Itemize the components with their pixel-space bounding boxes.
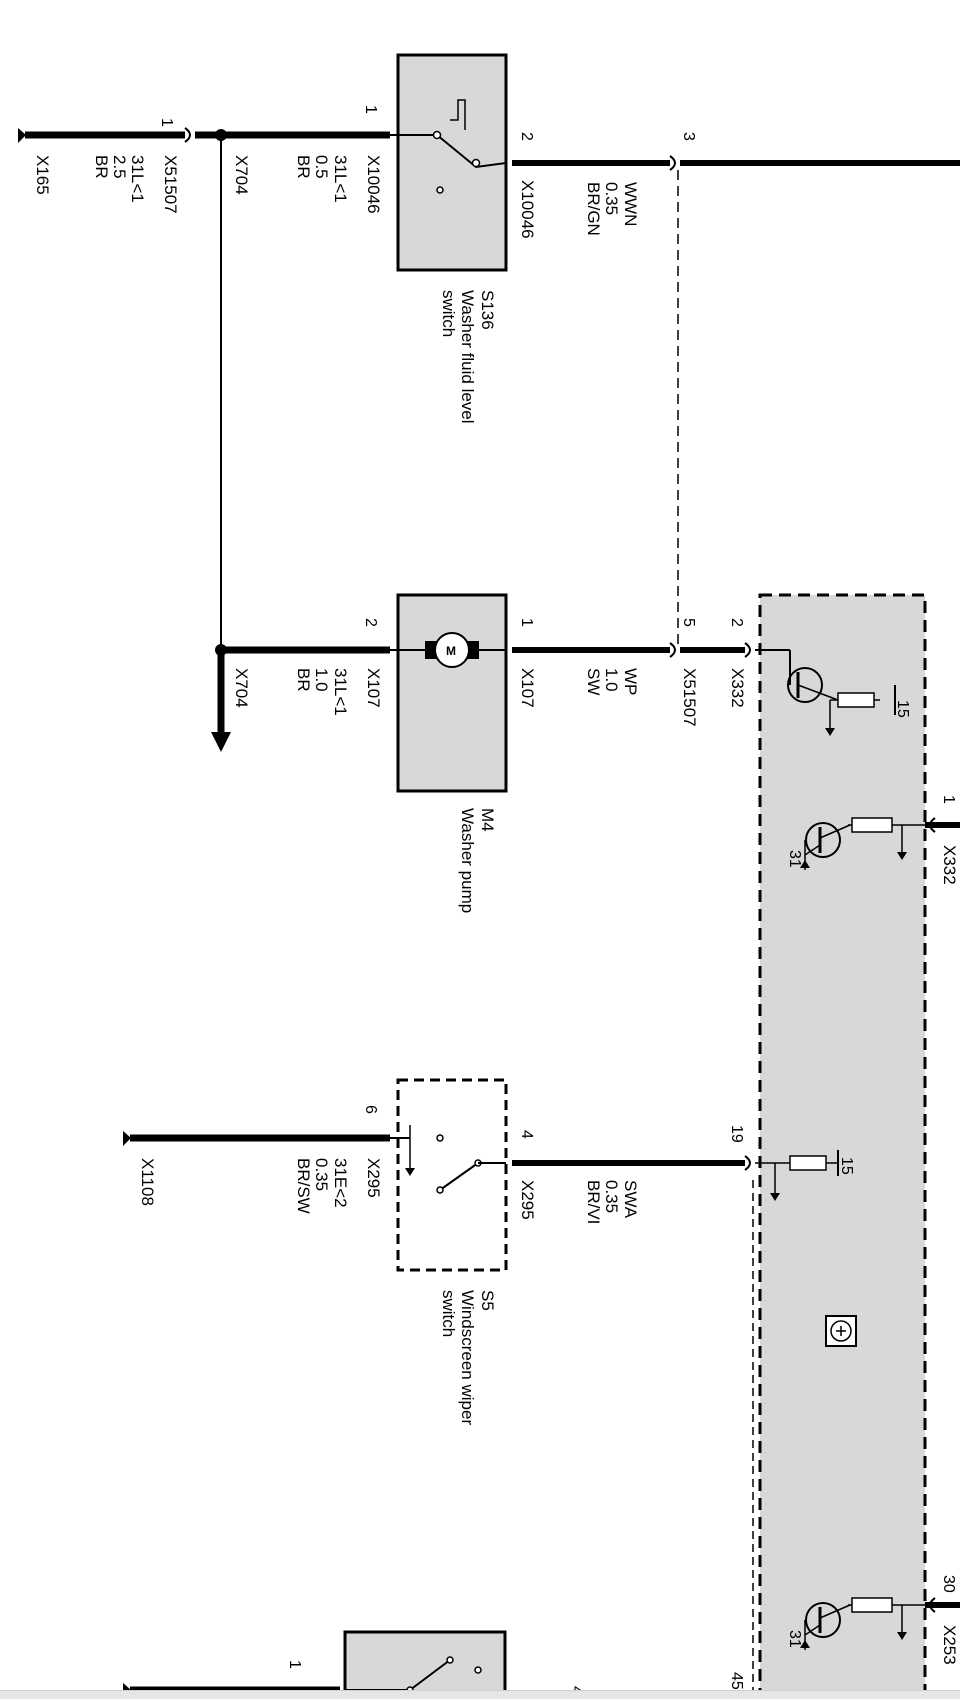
pin-label: 2 — [518, 132, 535, 141]
transistor-input-2 — [787, 650, 896, 736]
wire-name: WP — [621, 668, 640, 695]
connector-label: X253 — [940, 1625, 959, 1665]
ground-wire-x165 — [18, 127, 390, 143]
pin-label: 1 — [518, 618, 535, 627]
wire-name: WWN — [621, 182, 640, 226]
pin-label: 30 — [940, 1575, 957, 1593]
svg-text:M: M — [446, 644, 456, 658]
component-code: S5 — [478, 1290, 497, 1311]
wire-color: BR — [92, 155, 111, 179]
wire-size: 2.5 — [110, 155, 129, 179]
wire-name: 31E<2 — [331, 1158, 350, 1208]
ground-label: 31 — [786, 1630, 803, 1648]
component-desc: Washer fluid level — [458, 290, 477, 424]
connector-label: X107 — [364, 668, 383, 708]
connector-label: X165 — [33, 155, 52, 195]
component-desc: switch — [439, 290, 458, 337]
pin-label: 45 — [728, 1672, 745, 1690]
pin-label: 1 — [940, 795, 957, 804]
s136-switch — [390, 53, 508, 272]
wire-size: 0.35 — [312, 1158, 331, 1191]
wire-color: BR — [294, 668, 313, 692]
transistor-output-x253 — [800, 1597, 960, 1650]
component-code: S136 — [478, 290, 497, 330]
wire-swa — [512, 1150, 839, 1201]
connector-label: X107 — [518, 668, 537, 708]
pin-label: 3 — [680, 132, 697, 141]
pin-label: 2 — [362, 618, 379, 627]
wire-color: BR/SW — [294, 1158, 313, 1214]
connector-label: X332 — [940, 845, 959, 885]
ground-label: 31 — [786, 850, 803, 868]
wire-size: 0.35 — [602, 1180, 621, 1213]
connector-label: X1108 — [138, 1158, 157, 1206]
component-desc: switch — [439, 1290, 458, 1337]
control-module — [758, 593, 927, 1697]
transistor-output-x332 — [800, 817, 960, 870]
wire-color: BR/VI — [584, 1180, 603, 1224]
connector-label: X10046 — [518, 180, 537, 239]
wire-wwn — [512, 155, 960, 171]
wire-color: BR — [294, 155, 313, 179]
s5-switch — [123, 1078, 508, 1272]
wire-name: SWA — [621, 1180, 640, 1219]
pin-label: 1 — [362, 105, 379, 114]
connector-label: X295 — [364, 1158, 383, 1198]
connector-label: X51507 — [680, 668, 699, 727]
pin-label: 6 — [362, 1105, 379, 1114]
wire-size: 1.0 — [312, 668, 331, 692]
module-symbol-icon — [825, 1315, 857, 1347]
bottom-scroll-edge — [0, 1690, 960, 1699]
wire-color: BR/GN — [584, 182, 603, 236]
pin-label: 5 — [680, 618, 697, 627]
connector-label: X10046 — [364, 155, 383, 214]
pin-label: 4 — [518, 1130, 535, 1139]
junction-label: X704 — [232, 155, 251, 195]
wire-name: 31L<1 — [331, 155, 350, 203]
connector-label: X295 — [518, 1180, 537, 1220]
pin-label: 1 — [158, 118, 175, 127]
pin-label: 1 — [286, 1660, 303, 1669]
component-desc: Washer pump — [458, 808, 477, 913]
component-desc: Windscreen wiper — [458, 1290, 477, 1425]
arrow-x704-down — [211, 650, 231, 752]
wire-name: 31L<1 — [128, 155, 147, 203]
bottom-component — [123, 1630, 507, 1699]
wire-size: 0.35 — [602, 182, 621, 215]
wire-size: 1.0 — [602, 668, 621, 692]
connector-label: X51507 — [161, 155, 180, 214]
connector-label: X332 — [728, 668, 747, 708]
wire-size: 0.5 — [312, 155, 331, 179]
supply-label: 15 — [838, 1157, 855, 1175]
pin-label: 2 — [728, 618, 745, 627]
junction-label: X704 — [232, 668, 251, 708]
component-code: M4 — [478, 808, 497, 832]
supply-label: 15 — [894, 700, 911, 718]
pin-label: 19 — [728, 1125, 745, 1143]
m4-pump: M — [215, 593, 508, 793]
wire-color: SW — [584, 668, 603, 695]
wire-wp — [512, 642, 790, 658]
wire-name: 31L<1 — [331, 668, 350, 716]
